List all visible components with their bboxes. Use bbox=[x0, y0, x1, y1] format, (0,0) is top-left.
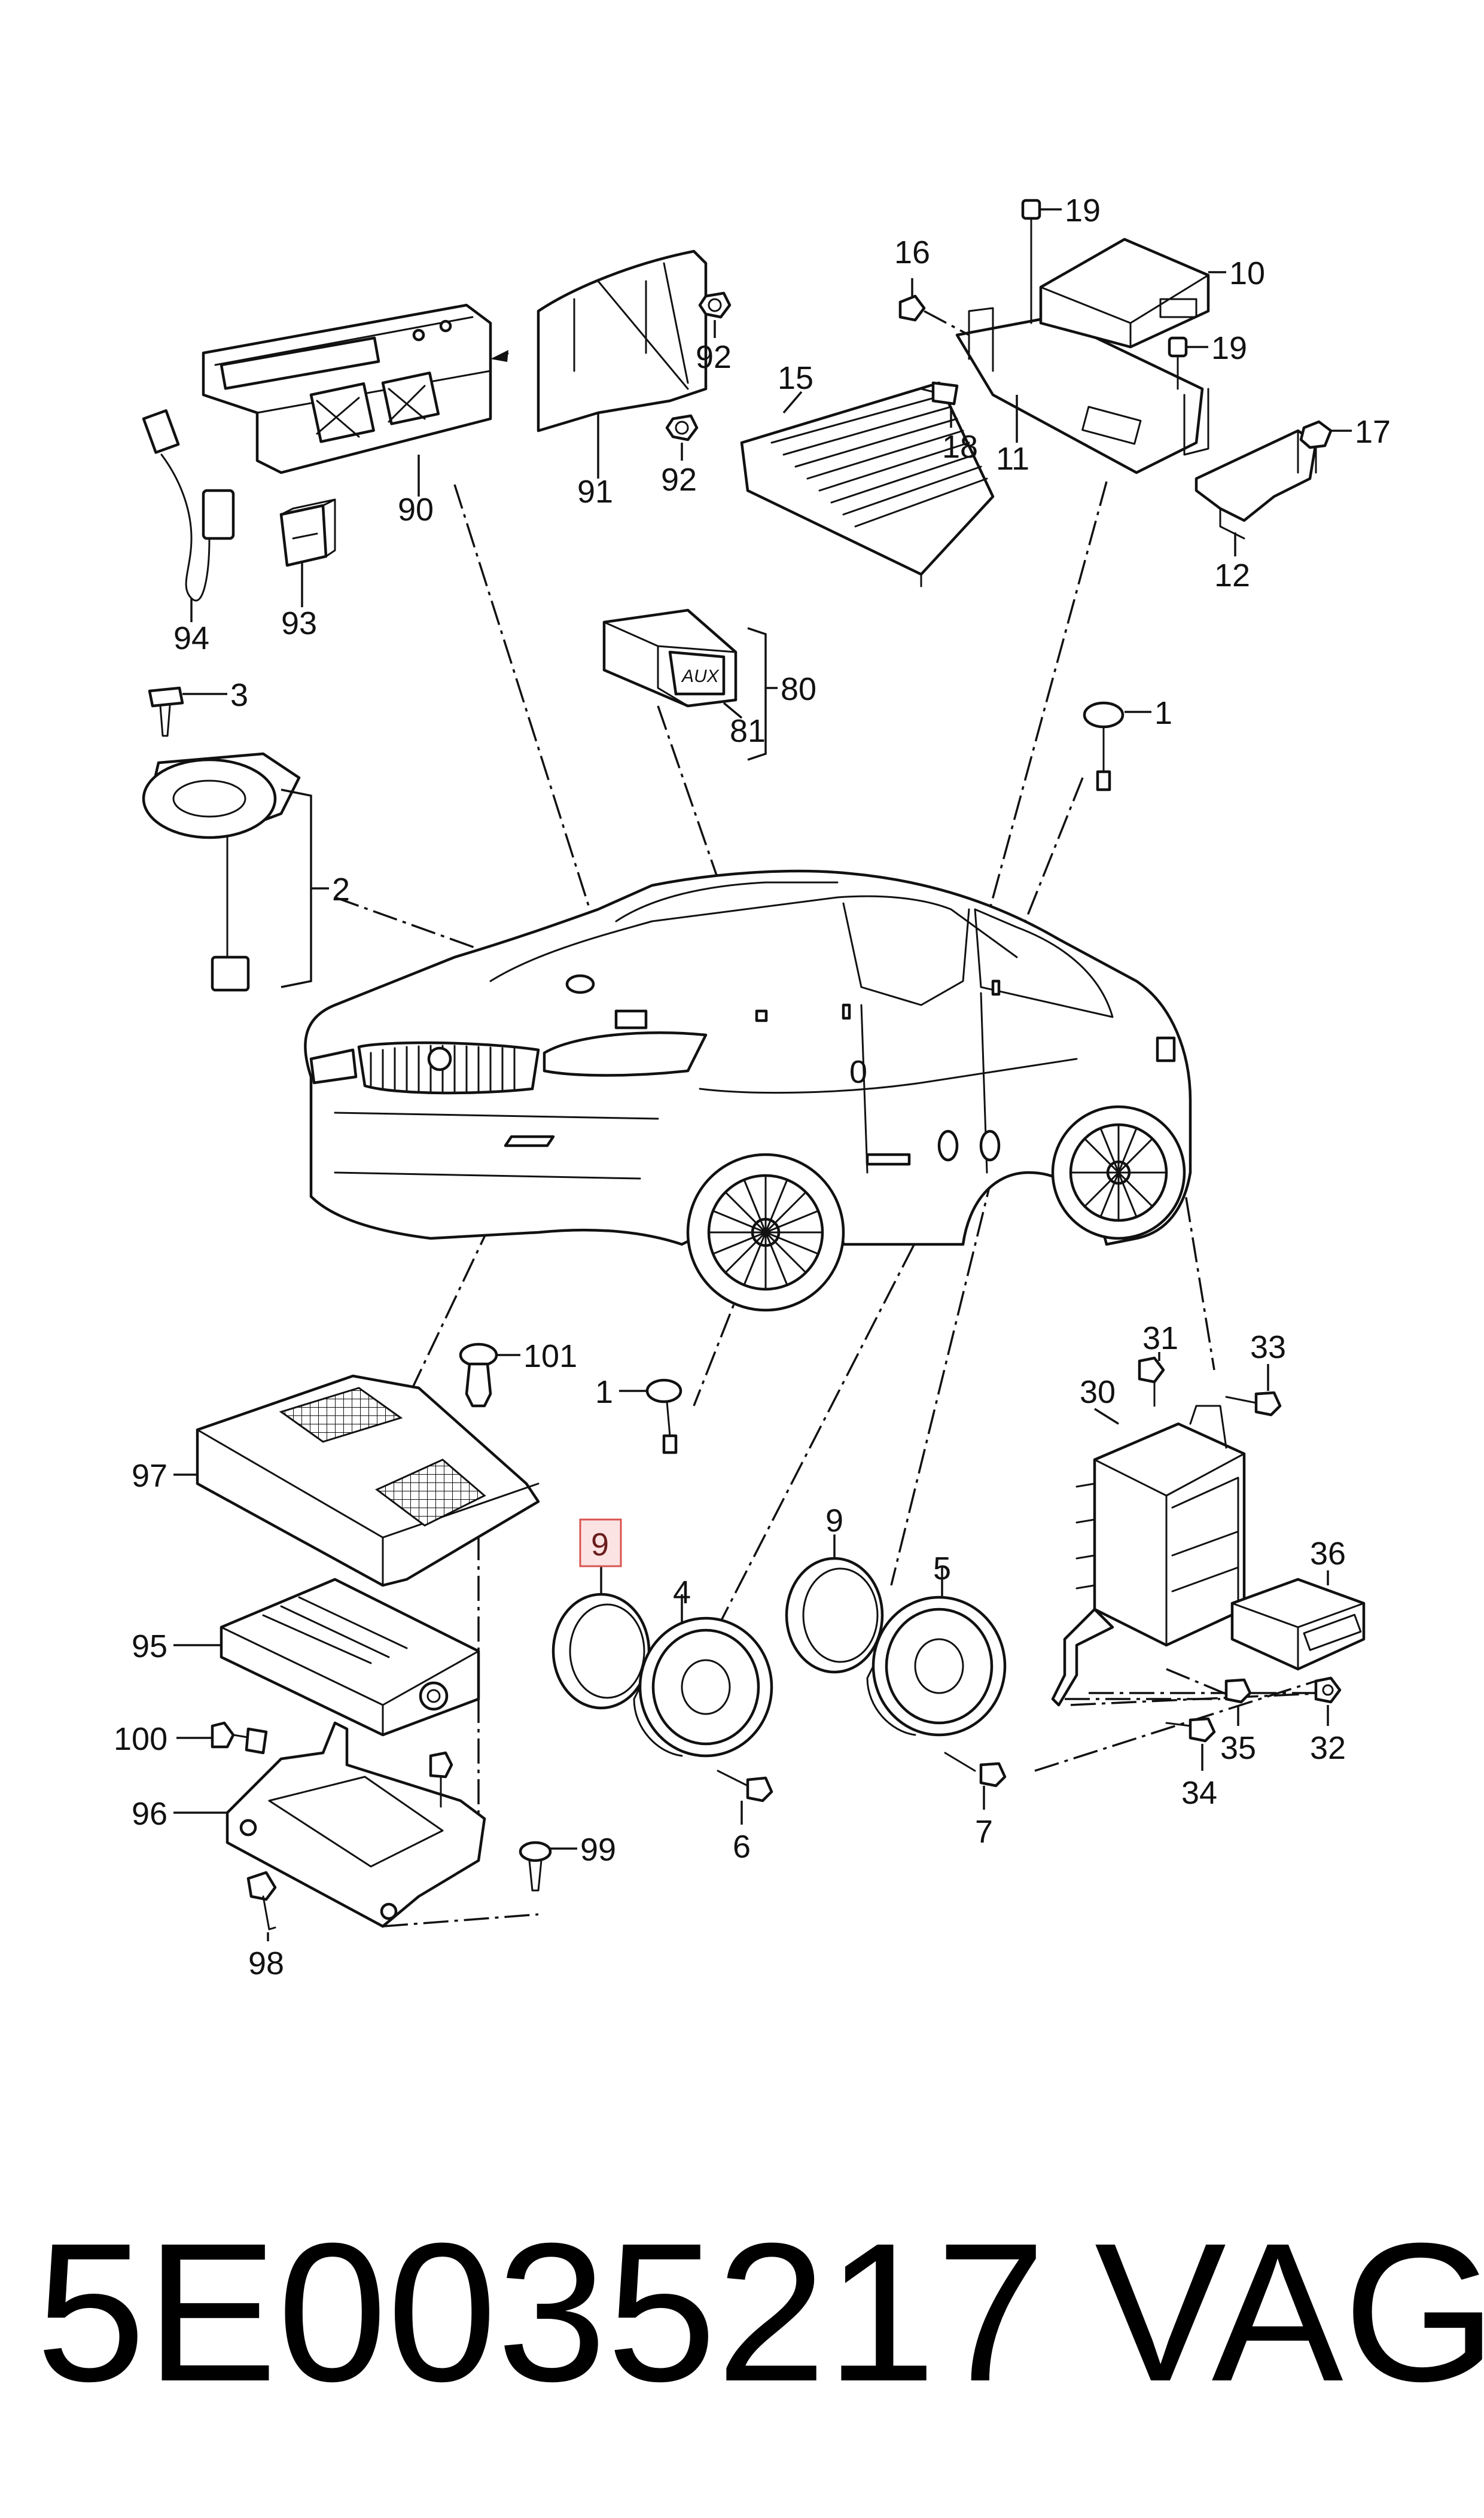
callout-81: 81 bbox=[730, 713, 766, 749]
callout-10: 10 bbox=[1229, 255, 1265, 291]
callout-36: 36 bbox=[1310, 1536, 1346, 1572]
callout-94: 94 bbox=[173, 620, 209, 656]
callout-2: 2 bbox=[332, 872, 350, 908]
callout-4: 4 bbox=[673, 1575, 691, 1610]
bracket-96 bbox=[226, 1721, 486, 1928]
nut-17 bbox=[1299, 420, 1333, 474]
callout-92-bottom: 92 bbox=[661, 462, 697, 498]
callout-30: 30 bbox=[1080, 1374, 1116, 1410]
callout-96: 96 bbox=[132, 1796, 167, 1832]
callout-12: 12 bbox=[1214, 558, 1250, 593]
callout-34: 34 bbox=[1181, 1775, 1217, 1811]
screw-33 bbox=[1225, 1391, 1282, 1417]
callout-17: 17 bbox=[1355, 414, 1391, 450]
aux-label: AUX bbox=[681, 666, 720, 686]
antenna-1-bottom bbox=[645, 1378, 682, 1454]
screw-100 bbox=[211, 1721, 268, 1755]
control-module-10 bbox=[1039, 238, 1210, 349]
callout-91: 91 bbox=[577, 474, 613, 510]
callout-9-left: 9 bbox=[591, 1527, 609, 1563]
brace-2 bbox=[281, 788, 312, 988]
bracket-12 bbox=[1194, 429, 1318, 540]
callout-labels: 90 91 92 92 93 94 15 16 18 11 19 19 10 1… bbox=[114, 193, 1391, 1981]
screw-35 bbox=[1224, 1678, 1252, 1704]
speaker-5 bbox=[866, 1596, 1007, 1737]
callout-93: 93 bbox=[281, 605, 317, 641]
callout-99: 99 bbox=[580, 1832, 616, 1868]
callout-0: 0 bbox=[849, 1054, 867, 1090]
pin-101 bbox=[459, 1342, 498, 1408]
screw-3 bbox=[148, 686, 184, 737]
part-number-label: 5E0035217 bbox=[36, 2202, 1046, 2422]
bracket-30 bbox=[1051, 1405, 1246, 1707]
callout-5: 5 bbox=[933, 1551, 951, 1587]
screw-34 bbox=[1165, 1717, 1216, 1743]
connector-93 bbox=[279, 498, 336, 567]
amplifier-95 bbox=[220, 1578, 480, 1737]
callout-95: 95 bbox=[132, 1628, 167, 1664]
grille-bars bbox=[370, 1045, 516, 1092]
callout-101: 101 bbox=[523, 1338, 577, 1374]
callout-35: 35 bbox=[1220, 1730, 1256, 1766]
callout-33: 33 bbox=[1250, 1329, 1286, 1365]
amplifier-cover-15 bbox=[740, 381, 995, 587]
callout-100: 100 bbox=[114, 1721, 167, 1757]
ring-9-right bbox=[785, 1557, 884, 1674]
screw-18 bbox=[920, 381, 959, 406]
ring-9-left bbox=[551, 1593, 651, 1710]
speaker-2 bbox=[142, 752, 301, 992]
callout-80: 80 bbox=[781, 671, 816, 707]
aux-socket-81 bbox=[602, 608, 738, 708]
callout-11: 11 bbox=[996, 441, 1029, 477]
screw-7 bbox=[944, 1752, 1007, 1788]
callout-6: 6 bbox=[733, 1829, 751, 1865]
callout-90: 90 bbox=[398, 492, 434, 528]
nut-92-bottom bbox=[665, 414, 699, 442]
nut-92-top bbox=[698, 291, 732, 319]
nut-31 bbox=[1138, 1356, 1165, 1407]
radio-unit-90 bbox=[202, 303, 492, 474]
screw-19-top bbox=[1021, 199, 1041, 324]
screw-99 bbox=[519, 1841, 552, 1892]
callout-18: 18 bbox=[942, 429, 978, 465]
front-wheel bbox=[686, 1153, 845, 1312]
callout-16: 16 bbox=[894, 235, 930, 270]
rear-wheel bbox=[1051, 1105, 1186, 1240]
brace-80 bbox=[747, 627, 767, 761]
screw-6 bbox=[717, 1770, 773, 1803]
screw-98 bbox=[246, 1871, 277, 1931]
callout-15: 15 bbox=[778, 360, 813, 396]
callout-9-right: 9 bbox=[825, 1503, 843, 1539]
callout-31: 31 bbox=[1142, 1320, 1178, 1356]
speaker-4 bbox=[633, 1616, 773, 1758]
cover-97 bbox=[196, 1374, 540, 1587]
car-body-outline bbox=[304, 869, 1192, 1312]
brand-label: VAG bbox=[1095, 2202, 1484, 2422]
callout-92-top: 92 bbox=[696, 339, 732, 375]
nut-16 bbox=[898, 294, 926, 322]
callout-3: 3 bbox=[230, 677, 248, 713]
nut-32 bbox=[1314, 1676, 1342, 1704]
bracket-91 bbox=[537, 249, 708, 433]
callout-19-bottom: 19 bbox=[1211, 330, 1247, 366]
callout-7: 7 bbox=[975, 1814, 993, 1850]
unit-36 bbox=[1230, 1578, 1366, 1671]
callout-19-top: 19 bbox=[1065, 193, 1101, 229]
cable-94 bbox=[142, 409, 235, 602]
antenna-1-top bbox=[1083, 701, 1125, 791]
highlight-box-9 bbox=[579, 1518, 622, 1567]
callout-97: 97 bbox=[132, 1458, 167, 1494]
callout-98: 98 bbox=[248, 1945, 284, 1981]
callout-32: 32 bbox=[1310, 1730, 1346, 1766]
callout-1-top: 1 bbox=[1154, 695, 1172, 731]
callout-1-bottom: 1 bbox=[595, 1374, 613, 1410]
